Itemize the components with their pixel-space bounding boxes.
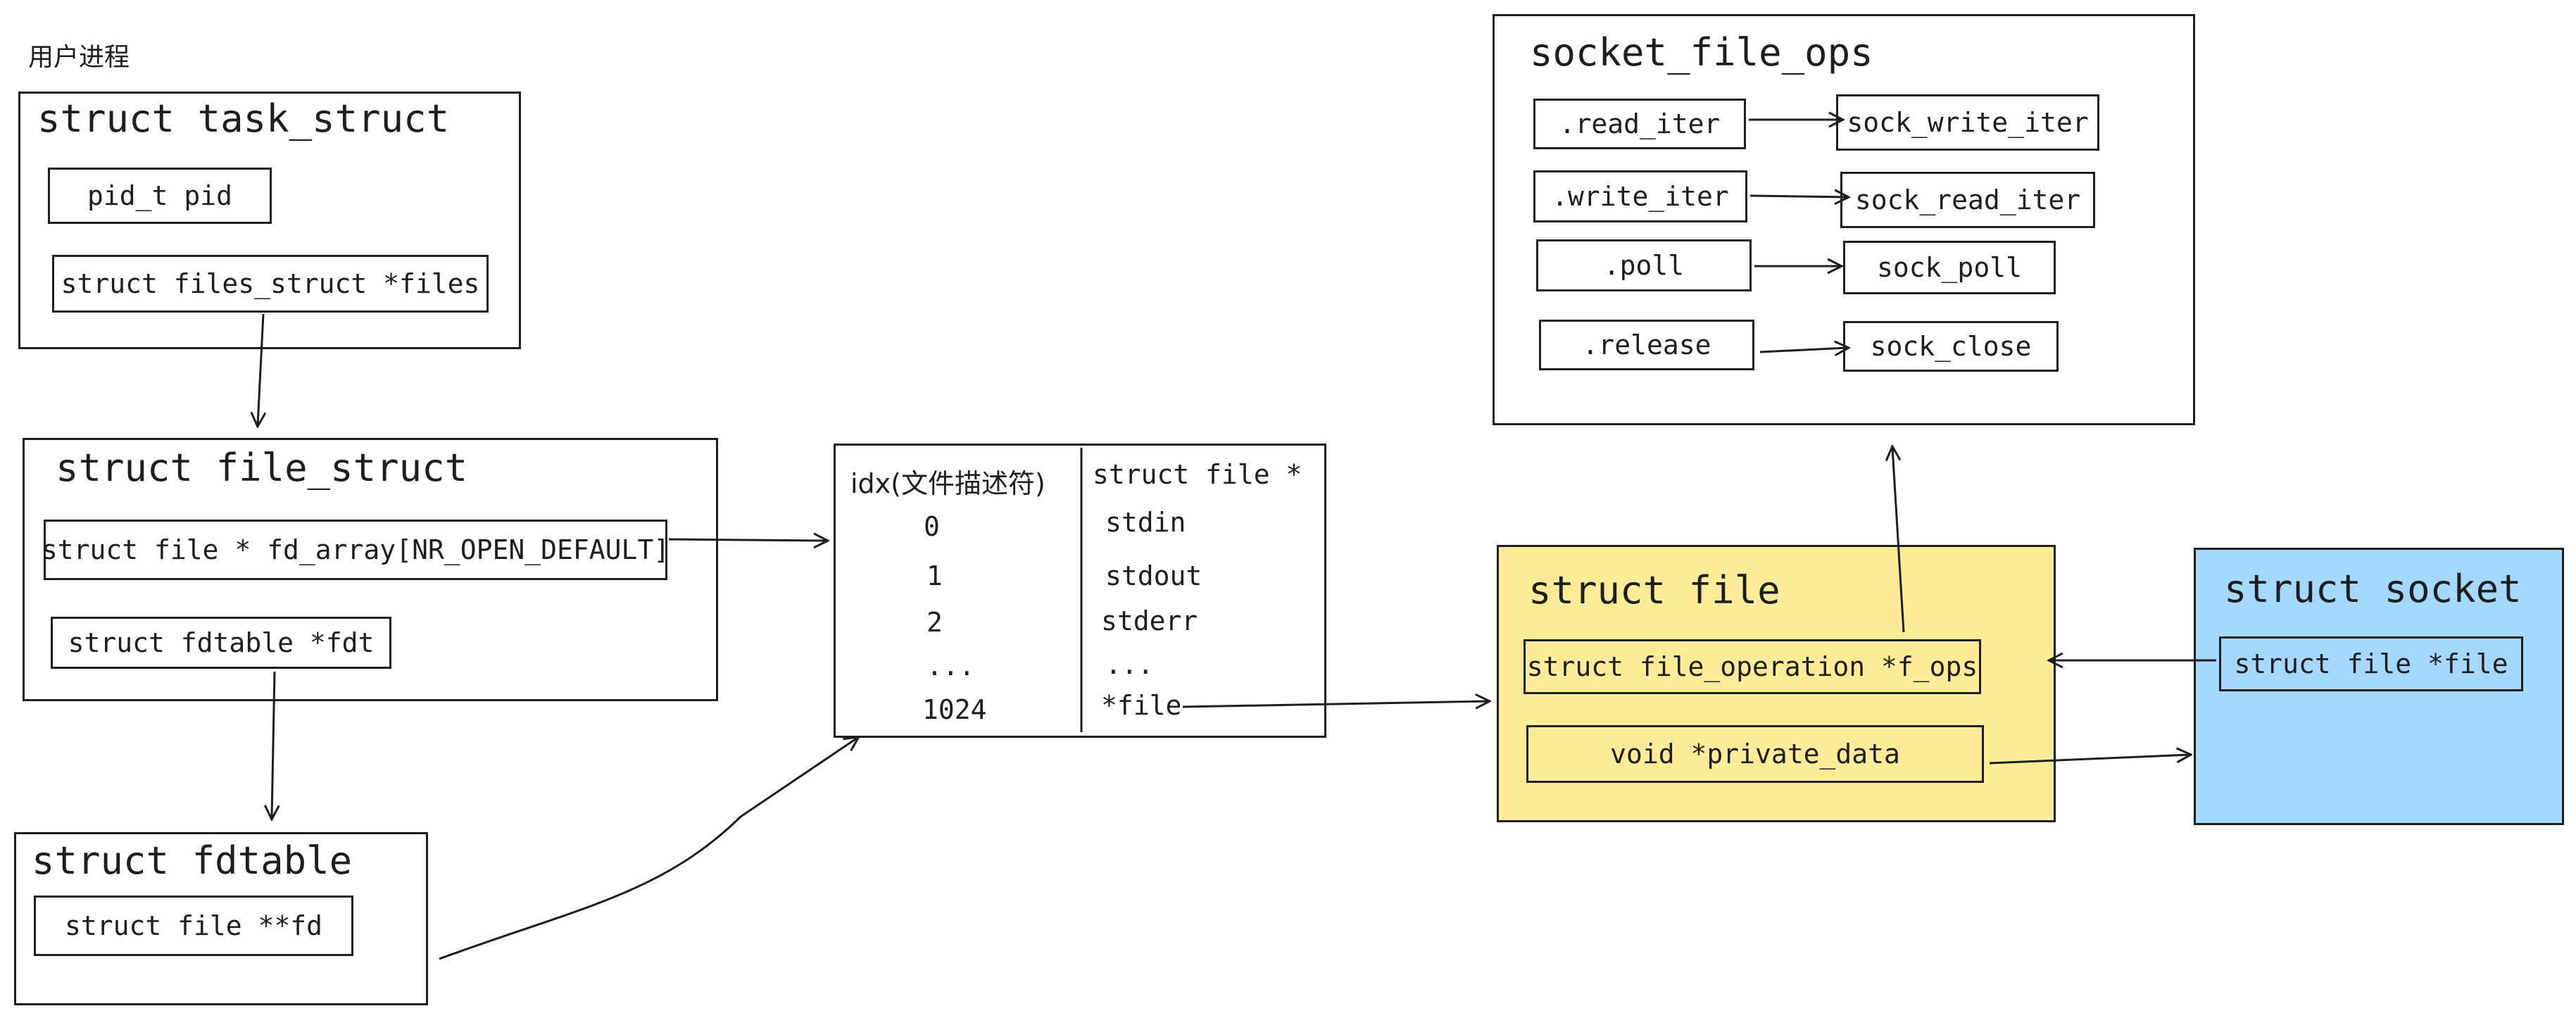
fdtable-title: struct fdtable [32,838,353,883]
fd-table-row-idx: 0 [924,511,940,542]
arrow-fd-to-table [439,738,857,960]
fd-table-row-idx: 1024 [922,694,987,725]
fd-table-row-file: stderr [1101,605,1198,636]
arrow-files-to-file-struct [258,313,263,425]
impl-sock-write-iter: sock_write_iter [1836,94,2099,151]
arrow-f-ops-to-socket-file-ops [1892,448,1905,633]
fd-table-row-idx: ... [926,651,975,681]
struct-file-field-private-data: void *private_data [1526,725,1984,783]
task-struct-field-pid: pid_t pid [48,168,272,224]
arrow-op-write-iter [1749,196,1847,197]
task-struct-title: struct task_struct [37,96,450,141]
file-struct-field-fd-array: struct file * fd_array[NR_OPEN_DEFAULT] [42,520,670,580]
fd-table-row-idx: 2 [926,607,943,638]
op-poll: .poll [1536,239,1752,291]
arrow-file-to-struct-file [1182,701,1488,707]
file-struct-box: struct file_struct [23,438,718,701]
fdtable-box: struct fdtable [14,832,428,1005]
fd-table-row-file: ... [1105,649,1154,680]
struct-socket-box: struct socket [2194,548,2564,825]
fd-table-header-file: struct file * [1093,459,1302,490]
file-struct-field-fdt: struct fdtable *fdt [51,617,391,669]
op-read-iter: .read_iter [1533,99,1746,149]
op-release: .release [1539,320,1754,370]
task-struct-field-files: struct files_struct *files [52,255,489,313]
file-struct-title: struct file_struct [56,446,468,490]
fd-table-row-file: stdout [1105,560,1202,591]
fd-table-row-file: stdin [1105,507,1186,538]
fd-table-box [834,444,1326,738]
struct-file-field-f-ops: struct file_operation *f_ops [1523,639,1981,694]
struct-socket-field-file: struct file *file [2219,636,2523,691]
arrow-fd-array-to-table [668,539,827,541]
arrow-op-release [1759,348,1847,352]
fd-table-row-idx: 1 [926,560,943,591]
socket-file-ops-box: socket_file_ops [1493,14,2195,425]
arrow-fdt-to-fdtable [272,671,275,818]
fd-table-row-file: *file [1101,690,1182,721]
task-struct-box: struct task_struct [18,92,521,349]
fdtable-field-fd: struct file **fd [34,896,353,956]
struct-socket-title: struct socket [2224,567,2522,611]
arrow-private-data-to-socket [1989,755,2189,765]
impl-sock-close: sock_close [1843,321,2059,372]
impl-sock-read-iter: sock_read_iter [1840,172,2095,228]
socket-file-ops-title: socket_file_ops [1530,30,1873,75]
user-process-label: 用户进程 [28,43,130,72]
op-write-iter: .write_iter [1533,170,1747,222]
impl-sock-poll: sock_poll [1843,241,2056,294]
struct-file-box: struct file [1497,545,2056,822]
struct-file-title: struct file [1528,568,1780,612]
fd-table-header-idx: idx(文件描述符) [850,468,1045,499]
